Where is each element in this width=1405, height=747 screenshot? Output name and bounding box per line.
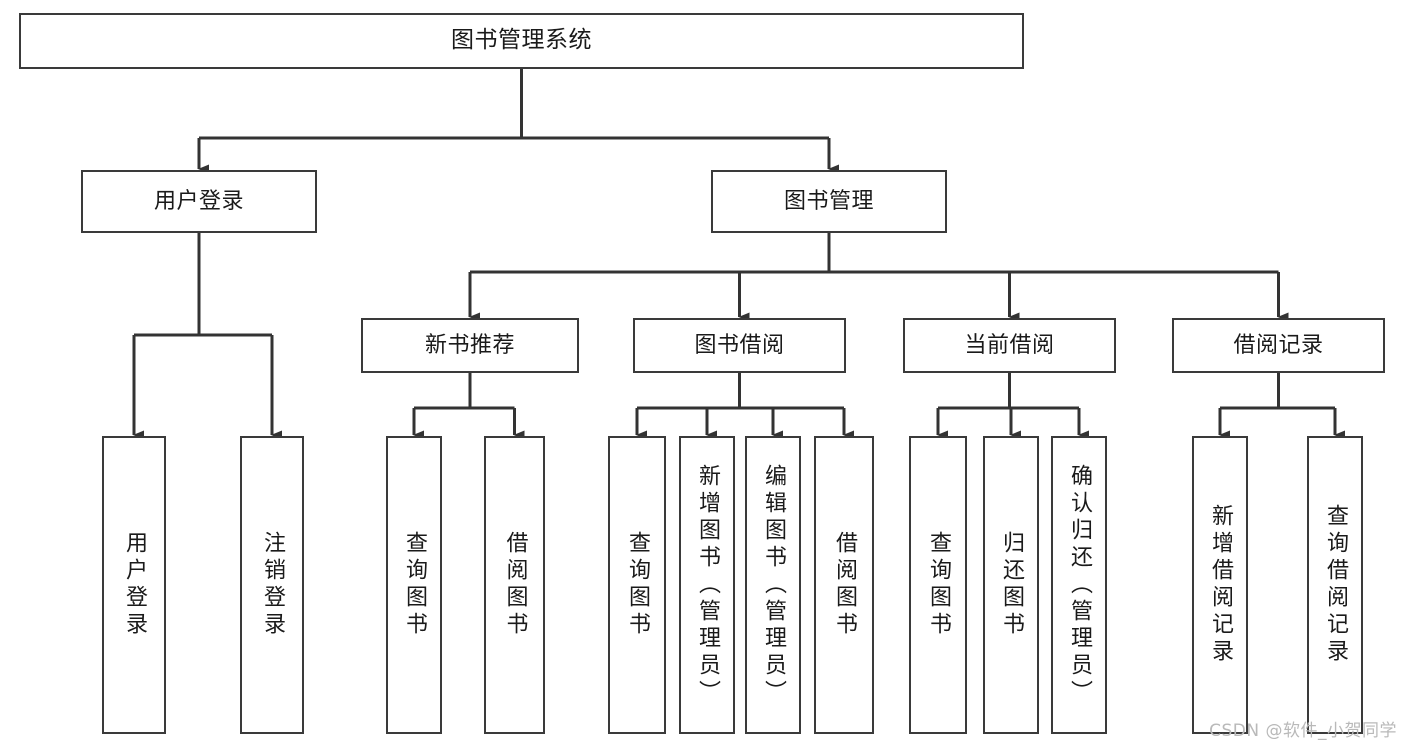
node-label-leaf-borrow-book-brw: 借阅图书 <box>832 531 857 639</box>
node-label-leaf-add-book: 新增图书（管理员） <box>695 463 720 707</box>
node-new-book-rec[interactable]: 新书推荐 <box>361 318 579 373</box>
node-label-borrow-record: 借阅记录 <box>1233 332 1324 358</box>
node-leaf-add-book[interactable]: 新增图书（管理员） <box>679 436 735 734</box>
node-leaf-add-record[interactable]: 新增借阅记录 <box>1192 436 1248 734</box>
node-label-user-login: 用户登录 <box>153 188 244 214</box>
node-user-login[interactable]: 用户登录 <box>81 170 317 233</box>
node-leaf-borrow-book-brw[interactable]: 借阅图书 <box>814 436 874 734</box>
node-borrow-record[interactable]: 借阅记录 <box>1172 318 1385 373</box>
node-current-borrow[interactable]: 当前借阅 <box>903 318 1116 373</box>
node-label-leaf-confirm-return: 确认归还（管理员） <box>1067 463 1092 707</box>
node-root[interactable]: 图书管理系统 <box>19 13 1024 69</box>
node-book-borrow[interactable]: 图书借阅 <box>633 318 846 373</box>
node-label-leaf-logout: 注销登录 <box>260 531 285 639</box>
node-label-leaf-add-record: 新增借阅记录 <box>1208 504 1233 666</box>
node-label-leaf-query-book-rec: 查询图书 <box>402 531 427 639</box>
node-leaf-confirm-return[interactable]: 确认归还（管理员） <box>1051 436 1107 734</box>
node-label-root: 图书管理系统 <box>451 27 592 54</box>
node-label-leaf-borrow-book-rec: 借阅图书 <box>502 531 528 639</box>
node-label-current-borrow: 当前借阅 <box>964 332 1055 358</box>
node-leaf-user-login[interactable]: 用户登录 <box>102 436 166 734</box>
node-label-leaf-edit-book: 编辑图书（管理员） <box>761 463 786 707</box>
node-label-leaf-user-login: 用户登录 <box>122 531 147 639</box>
node-leaf-edit-book[interactable]: 编辑图书（管理员） <box>745 436 801 734</box>
connector-lines <box>132 69 1345 440</box>
node-leaf-query-book-rec[interactable]: 查询图书 <box>386 436 442 734</box>
node-label-leaf-query-record: 查询借阅记录 <box>1323 504 1348 666</box>
node-label-leaf-return-book: 归还图书 <box>999 531 1024 639</box>
node-label-book-manage: 图书管理 <box>783 188 874 214</box>
node-label-new-book-rec: 新书推荐 <box>424 332 515 358</box>
node-leaf-query-book-cur[interactable]: 查询图书 <box>909 436 967 734</box>
node-book-manage[interactable]: 图书管理 <box>711 170 947 233</box>
node-leaf-return-book[interactable]: 归还图书 <box>983 436 1039 734</box>
node-label-leaf-query-book-brw: 查询图书 <box>625 531 650 639</box>
node-label-leaf-query-book-cur: 查询图书 <box>926 531 951 639</box>
node-leaf-borrow-book-rec[interactable]: 借阅图书 <box>484 436 545 734</box>
node-leaf-logout[interactable]: 注销登录 <box>240 436 304 734</box>
node-leaf-query-record[interactable]: 查询借阅记录 <box>1307 436 1363 734</box>
node-label-book-borrow: 图书借阅 <box>694 332 785 358</box>
node-leaf-query-book-brw[interactable]: 查询图书 <box>608 436 666 734</box>
watermark: CSDN @软件_小贺同学 <box>1209 721 1397 741</box>
